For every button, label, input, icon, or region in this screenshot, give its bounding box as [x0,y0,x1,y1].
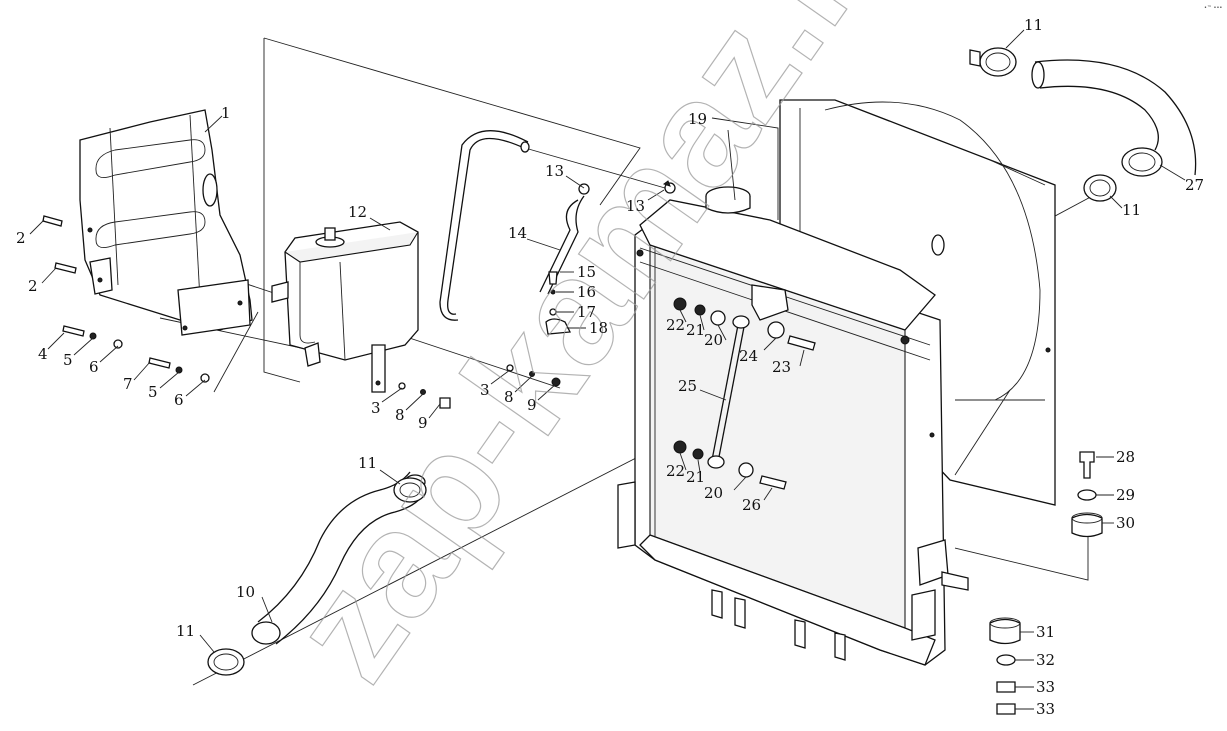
callout-13: 13 [626,197,645,215]
callout-31: 31 [1036,623,1055,641]
callout-12: 12 [348,203,367,221]
callout-14: 14 [508,224,527,242]
callout-24: 24 [739,347,758,365]
callout-20: 20 [704,484,723,502]
callout-18: 18 [589,319,608,337]
callout-10: 10 [236,583,255,601]
callout-23: 23 [772,358,791,376]
corner-mark: •™ ••• [1204,5,1222,11]
callout-33: 33 [1036,700,1055,718]
callout-33: 33 [1036,678,1055,696]
callout-13: 13 [545,162,564,180]
callout-19: 19 [688,110,707,128]
callout-25: 25 [678,377,697,395]
callout-9: 9 [418,414,428,432]
callout-27: 27 [1185,176,1204,194]
callout-21: 21 [686,468,705,486]
callout-28: 28 [1116,448,1135,466]
callout-11: 11 [1122,201,1141,219]
mounting-pads [989,451,1103,715]
small-clamps [662,180,676,194]
callout-17: 17 [577,303,596,321]
callout-labels: 1 2 2 3 3 4 5 5 6 6 7 8 8 9 9 10 11 11 1… [16,16,1204,718]
callout-26: 26 [742,496,761,514]
lower-hose [207,471,427,676]
radiator-shield [79,109,253,336]
upper-hose [969,47,1197,202]
callout-7: 7 [123,375,133,393]
callout-20: 20 [704,331,723,349]
callout-5: 5 [148,383,158,401]
radiator-core [617,99,1056,666]
callout-16: 16 [577,283,596,301]
stay-rod [673,297,816,490]
overflow-hose [439,130,590,321]
callout-8: 8 [395,406,405,424]
left-fasteners [42,215,210,383]
callout-2: 2 [28,277,38,295]
callout-21: 21 [686,321,705,339]
callout-11: 11 [176,622,195,640]
callout-32: 32 [1036,651,1055,669]
callout-1: 1 [221,104,231,122]
callout-8: 8 [504,388,514,406]
callout-6: 6 [174,391,184,409]
expansion-tank [271,221,419,393]
callout-11: 11 [358,454,377,472]
callout-11: 11 [1024,16,1043,34]
callout-29: 29 [1116,486,1135,504]
callout-22: 22 [666,462,685,480]
callout-5: 5 [63,351,73,369]
callout-9: 9 [527,396,537,414]
bracket-fasteners [545,271,572,335]
callout-4: 4 [38,345,48,363]
callout-30: 30 [1116,514,1135,532]
callout-2: 2 [16,229,26,247]
callout-6: 6 [89,358,99,376]
leader-lines [29,29,1186,710]
callout-15: 15 [577,263,596,281]
callout-22: 22 [666,316,685,334]
callout-3: 3 [480,381,490,399]
callout-3: 3 [371,399,381,417]
